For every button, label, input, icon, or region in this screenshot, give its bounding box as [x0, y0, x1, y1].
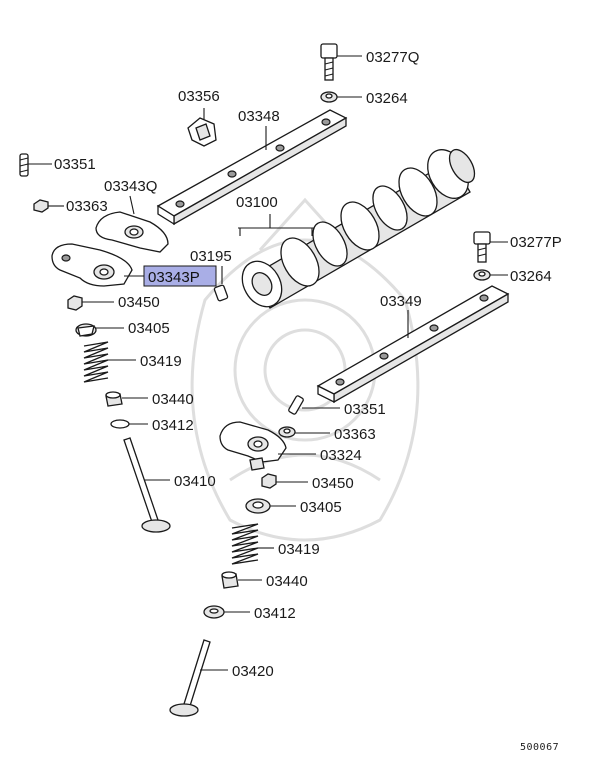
label-03348: 03348 — [238, 108, 280, 125]
rocker-arm-03343p — [51, 243, 144, 287]
label-03420: 03420 — [232, 663, 274, 680]
label-03356: 03356 — [178, 88, 220, 105]
label-03363-lower: 03363 — [334, 426, 376, 443]
label-03450-upper: 03450 — [118, 294, 160, 311]
label-03405-upper: 03405 — [128, 320, 170, 337]
rocker-shaft-03349 — [316, 285, 510, 404]
bolt-03277q — [320, 43, 362, 81]
nut-03363-upper — [33, 199, 64, 213]
label-03450-lower: 03450 — [312, 475, 354, 492]
diagram-code: 500067 — [520, 742, 559, 753]
adjust-screw-03351-lower — [288, 395, 340, 415]
spring-03419-lower — [231, 523, 274, 565]
spring-03419-upper — [83, 341, 136, 383]
label-03440-upper: 03440 — [152, 391, 194, 408]
bolt-03277p — [473, 231, 508, 263]
label-03363-upper: 03363 — [66, 198, 108, 215]
seat-03405-upper — [75, 323, 124, 337]
label-03324: 03324 — [320, 447, 362, 464]
adjust-screw-03351-upper — [19, 153, 52, 177]
label-03351-upper: 03351 — [54, 156, 96, 173]
washer-03264-upper — [320, 91, 362, 103]
adjuster-03450-upper — [67, 295, 114, 311]
rocker-arm-03324 — [219, 421, 316, 471]
label-03419-lower: 03419 — [278, 541, 320, 558]
label-03351-lower: 03351 — [344, 401, 386, 418]
retainer-03440-upper — [105, 391, 148, 407]
seat-03405-lower — [245, 498, 296, 514]
label-03100: 03100 — [236, 194, 278, 211]
label-03412-lower: 03412 — [254, 605, 296, 622]
label-03405-lower: 03405 — [300, 499, 342, 516]
camshaft-03100 — [238, 148, 476, 309]
label-03277p: 03277P — [510, 234, 562, 251]
nut-03363-lower — [278, 426, 330, 438]
label-03440-lower: 03440 — [266, 573, 308, 590]
label-03277q: 03277Q — [366, 49, 419, 66]
rocker-arm-03343q — [95, 195, 169, 253]
collet-03412-upper — [110, 419, 148, 429]
retainer-03440-lower — [221, 571, 262, 589]
label-03264-upper: 03264 — [366, 90, 408, 107]
label-03349: 03349 — [380, 293, 422, 310]
collet-03412-lower — [203, 605, 250, 619]
label-03419-upper: 03419 — [140, 353, 182, 370]
label-03264-lower: 03264 — [510, 268, 552, 285]
valve-03420 — [169, 639, 228, 717]
label-03195: 03195 — [190, 248, 232, 265]
label-03343p: 03343P — [148, 269, 200, 286]
valve-03410 — [123, 437, 171, 533]
adjuster-03450-lower — [261, 473, 308, 489]
label-03343q: 03343Q — [104, 178, 157, 195]
clamp-03356 — [187, 108, 217, 147]
pin-03195 — [213, 266, 229, 302]
label-03410: 03410 — [174, 473, 216, 490]
highlight-box — [143, 265, 217, 287]
washer-03264-lower — [473, 269, 508, 281]
rocker-shaft-03348 — [156, 109, 348, 226]
label-03412-upper: 03412 — [152, 417, 194, 434]
